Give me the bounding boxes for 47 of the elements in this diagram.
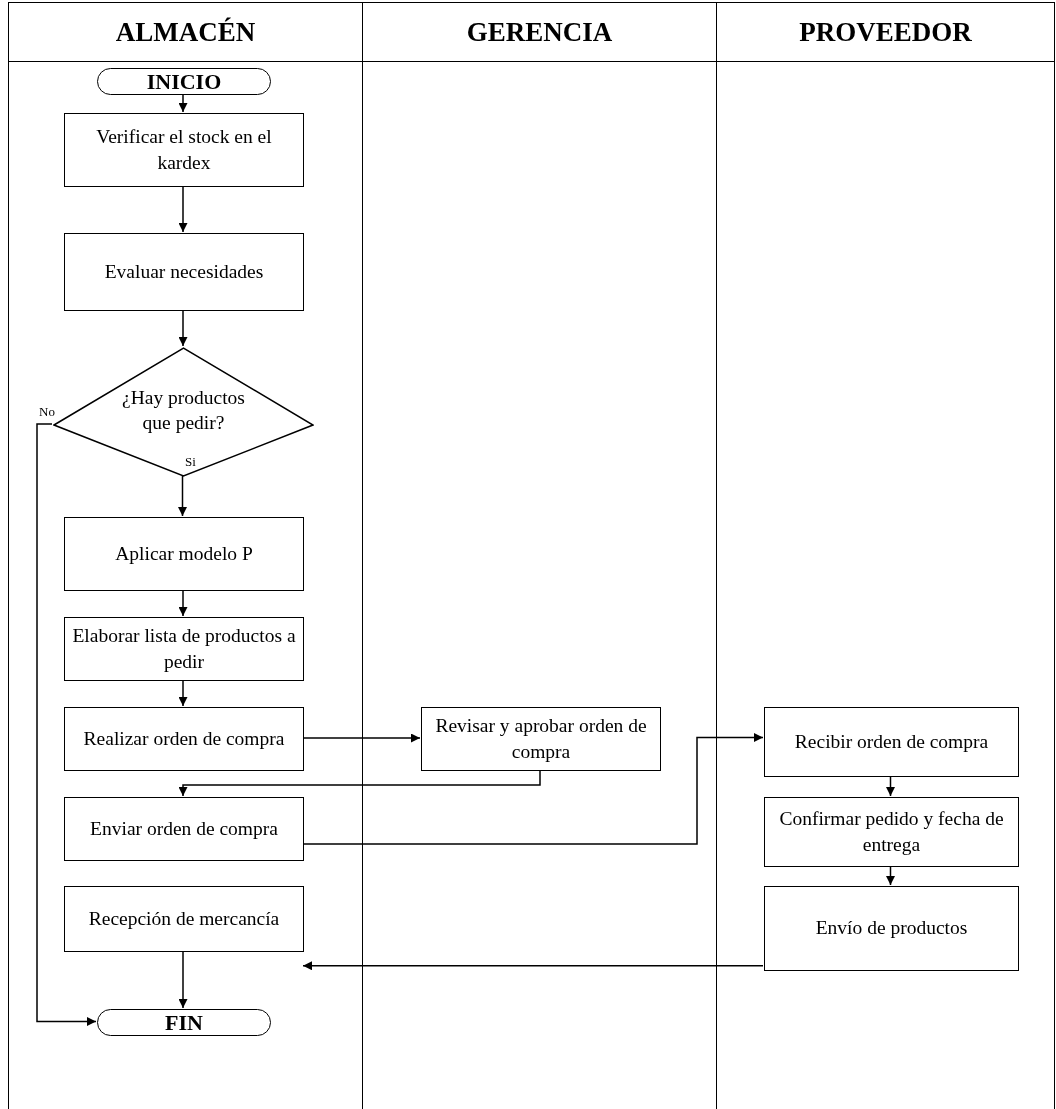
swimlane	[716, 2, 1055, 1109]
process-box	[421, 707, 661, 771]
process-text: Verificar el stock en el kardex	[95, 124, 273, 175]
arrow	[36, 423, 97, 1026]
arrow	[178, 185, 188, 233]
arrow	[178, 309, 188, 347]
process-text: Elaborar lista de productos a pedir	[71, 623, 297, 674]
arrow	[302, 961, 764, 971]
decision-text: ¿Hay productos que pedir?	[121, 385, 246, 435]
terminal-shape	[97, 1009, 271, 1036]
process-box	[764, 886, 1019, 971]
swimlane	[362, 2, 716, 1109]
arrow	[302, 733, 421, 743]
arrow	[178, 589, 188, 617]
process-text: Revisar y aprobar orden de compra	[434, 713, 648, 764]
process-text: Recibir orden de compra	[794, 729, 989, 754]
process-box	[764, 797, 1019, 867]
process-text: Envío de productos	[815, 916, 968, 941]
terminal-label: INICIO	[146, 70, 222, 93]
process-text: Realizar orden de compra	[83, 726, 285, 751]
process-box	[64, 886, 304, 952]
lane-heading: GERENCIA	[363, 3, 716, 62]
arrow	[178, 769, 541, 797]
arrow	[178, 679, 188, 707]
process-box	[64, 113, 304, 187]
process-box	[64, 233, 304, 311]
process-box	[64, 797, 304, 861]
process-box	[764, 707, 1019, 777]
process-text: Confirmar pedido y fecha de entrega	[778, 806, 1005, 857]
process-text: Recepción de mercancía	[88, 906, 280, 931]
arrow	[886, 775, 895, 797]
arrow	[302, 733, 764, 845]
terminal-shape	[97, 68, 271, 95]
process-text: Evaluar necesidades	[104, 259, 264, 284]
arrow	[178, 950, 188, 1009]
process-text: Enviar orden de compra	[90, 816, 278, 841]
process-box	[64, 517, 304, 591]
process-box	[64, 617, 304, 681]
process-box	[64, 707, 304, 771]
arrow	[886, 865, 895, 886]
lane-heading: PROVEEDOR	[717, 3, 1054, 62]
process-text: Aplicar modelo P	[115, 541, 253, 566]
arrow	[178, 93, 188, 113]
arrow	[178, 475, 187, 517]
swimlane	[8, 2, 362, 1109]
lane-heading: ALMACÉN	[9, 3, 362, 62]
terminal-label: FIN	[165, 1011, 203, 1034]
